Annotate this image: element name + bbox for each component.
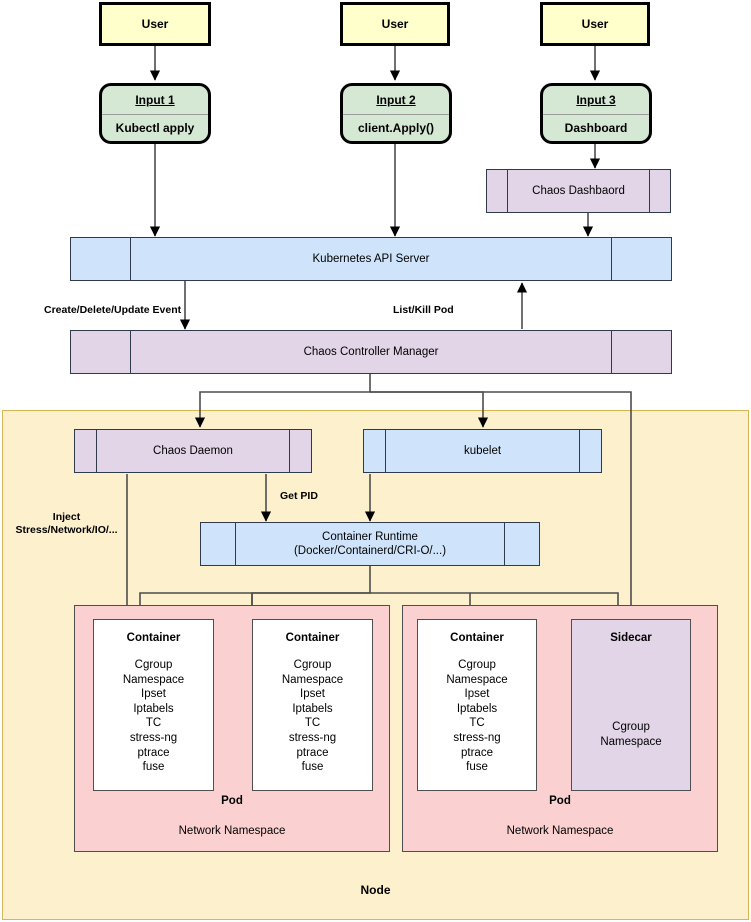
chaos-dashboard-bar: Chaos Dashbaord [486,169,671,213]
inject-line-1: Inject [52,511,81,523]
capability-item: TC [145,717,162,730]
edge-label-get-pid: Get PID [280,490,318,502]
capability-item: Ipset [300,688,325,701]
kubernetes-api-server-bar: Kubernetes API Server [70,237,672,281]
capability-item: Namespace [122,673,185,686]
capability-item: Iptabels [292,702,333,715]
container-runtime-bar: Container Runtime (Docker/Containerd/CRI… [200,522,540,566]
input-title: Input 1 [102,86,208,115]
api-server-label: Kubernetes API Server [312,252,430,265]
capability-item: Cgroup [293,659,332,671]
bar-left-segment [71,238,131,280]
capability-item: Namespace [600,735,662,748]
input-title: Input 3 [543,86,649,115]
capability-item: Iptabels [133,702,174,715]
capability-item: Cgroup [612,721,650,733]
container-title: Container [126,632,181,644]
capability-item: Namespace [446,673,508,686]
edge-label-inject: Inject Stress/Network/IO/... [9,511,124,537]
container-runtime-line-1: Container Runtime [322,530,418,543]
user-box-2: User [340,2,450,46]
capability-item: Namespace [281,673,344,686]
capability-item: TC [304,717,321,730]
user-label: User [581,17,609,31]
input-body: Dashboard [564,121,628,135]
pod-label-1: Pod [221,795,243,807]
container-box-2: Container Cgroup Namespace Ipset Iptabel… [252,619,373,791]
container-runtime-label: Container Runtime (Docker/Containerd/CRI… [236,523,504,565]
container-box-1: Container Cgroup Namespace Ipset Iptabel… [93,619,214,791]
bar-right-segment [611,238,671,280]
capability-item: Iptabels [456,702,498,715]
pod-label-2: Pod [549,795,571,807]
kubelet-label: kubelet [463,444,502,457]
user-label: User [141,17,169,31]
bar-left-segment [201,523,236,565]
capability-item: ptrace [296,746,329,759]
container-title: Container [450,632,504,644]
input-box-1: Input 1 Kubectl apply [99,83,211,144]
container-capability-list: Cgroup Namespace Ipset Iptabels TC stres… [446,658,507,775]
chaos-controller-manager-bar: Chaos Controller Manager [70,330,672,374]
network-namespace-label-2: Network Namespace [506,825,614,837]
node-label: Node [360,883,391,897]
input-body: Kubectl apply [115,121,195,135]
bar-left-segment [75,430,97,472]
container-capability-list: Cgroup Namespace Ipset Iptabels TC stres… [123,658,184,775]
container-title: Container [285,632,340,644]
container-runtime-line-2: (Docker/Containerd/CRI-O/...) [293,545,447,557]
capability-item: ptrace [137,746,170,759]
bar-right-segment [649,170,670,212]
capability-item: Cgroup [134,659,173,671]
inject-line-2: Stress/Network/IO/... [15,524,118,536]
capability-item: fuse [466,761,488,774]
bar-right-segment [611,331,671,373]
sidecar-capability-list: Cgroup Namespace [572,720,690,749]
bar-left-segment [364,430,386,472]
edge-label-list-kill-pod: List/Kill Pod [393,304,454,316]
input-title: Input 2 [343,86,449,115]
sidecar-box: Sidecar Cgroup Namespace [571,619,691,791]
container-box-3: Container Cgroup Namespace Ipset Iptabel… [417,619,537,791]
bar-right-segment [579,430,601,472]
bar-right-segment [289,430,311,472]
input-body: client.Apply() [357,121,434,135]
container-capability-list: Cgroup Namespace Ipset Iptabels TC stres… [282,658,343,775]
bar-left-segment [71,331,131,373]
bar-left-segment [487,170,508,212]
capability-item: Ipset [141,688,166,701]
chaos-dashboard-label: Chaos Dashbaord [532,184,625,197]
capability-item: TC [469,717,485,730]
input-box-3: Input 3 Dashboard [540,83,652,144]
capability-item: stress-ng [453,731,501,744]
capability-item: fuse [142,761,165,774]
input-box-2: Input 2 client.Apply() [340,83,452,144]
bar-right-segment [504,523,539,565]
capability-item: Ipset [464,688,490,701]
kubelet-bar: kubelet [363,429,602,473]
chaos-daemon-bar: Chaos Daemon [74,429,312,473]
capability-item: stress-ng [288,731,337,744]
capability-item: Cgroup [458,659,496,671]
sidecar-title: Sidecar [610,632,652,644]
capability-item: fuse [301,761,324,774]
chaos-daemon-label: Chaos Daemon [153,444,233,457]
capability-item: ptrace [461,746,493,759]
controller-manager-label: Chaos Controller Manager [303,345,439,358]
user-label: User [381,17,409,31]
edge-label-create-delete-update: Create/Delete/Update Event [44,304,182,316]
user-box-3: User [540,2,650,46]
user-box-1: User [99,2,211,46]
network-namespace-label-1: Network Namespace [178,825,286,837]
capability-item: stress-ng [129,731,178,744]
